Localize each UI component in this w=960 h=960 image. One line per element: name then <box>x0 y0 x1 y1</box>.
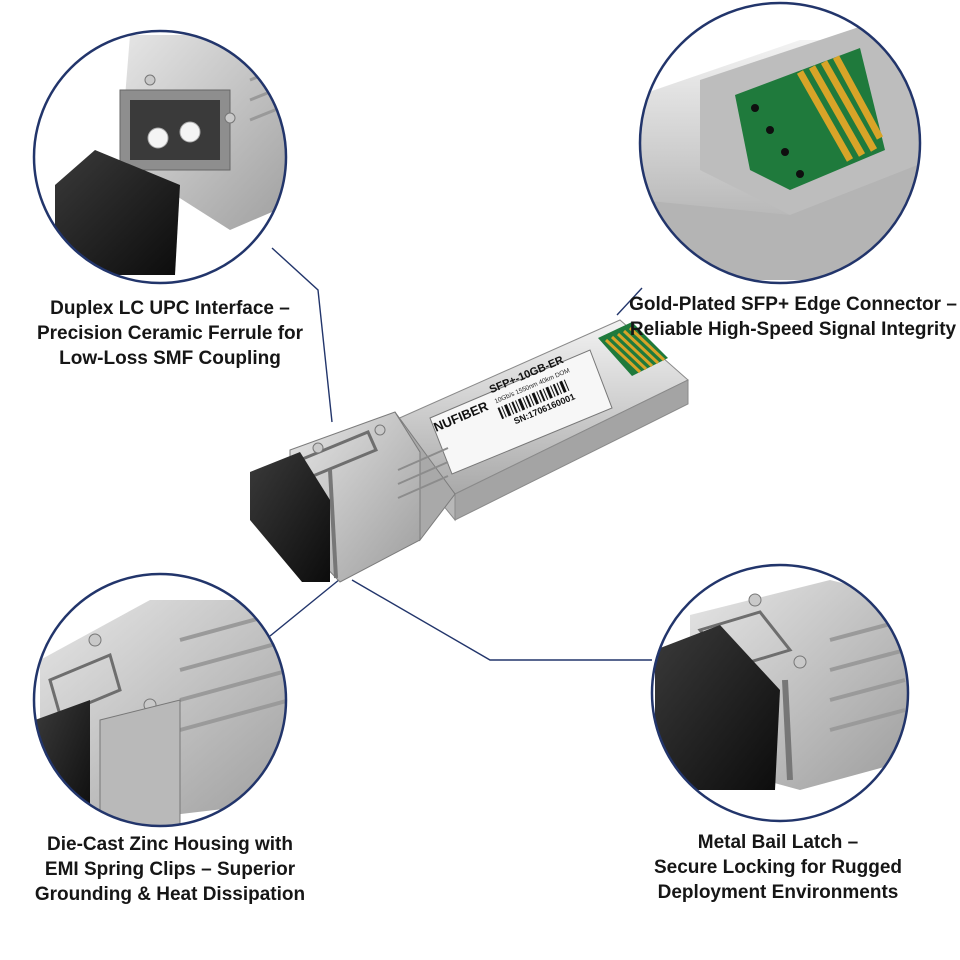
callout-edge-connector <box>638 1 922 285</box>
caption-housing: Die-Cast Zinc Housing with EMI Spring Cl… <box>34 834 306 905</box>
module-barcode <box>497 379 570 420</box>
module-screw <box>312 442 324 454</box>
bail-dust-cap <box>655 625 780 790</box>
caption-edge-connector: Gold-Plated SFP+ Edge Connector – Reliab… <box>629 294 957 340</box>
callout-ring-bottom-right <box>650 563 910 823</box>
leader-line-top-left <box>271 247 333 423</box>
callout-ring-top-right <box>638 1 922 285</box>
leader-lines <box>269 247 652 661</box>
callout-housing <box>32 572 288 828</box>
module-label <box>429 349 613 475</box>
callout-bail-latch <box>650 563 910 823</box>
lc-ferrule-left <box>147 127 169 149</box>
callout-ring-top-left <box>32 29 288 285</box>
sfp-module: NUFIBER SFP+-10GB-ER 10Gb/s 1550nm 40km … <box>250 319 689 583</box>
lc-ferrule-right <box>179 121 201 143</box>
callout-lc-interface <box>32 29 288 285</box>
leader-line-top-right <box>616 287 643 316</box>
lc-dust-cap <box>55 150 180 275</box>
leader-line-bottom-right <box>351 579 652 661</box>
caption-lc-interface: Duplex LC UPC Interface – Precision Cera… <box>36 298 304 369</box>
module-dust-cap <box>250 452 330 582</box>
leader-line-bottom-left <box>269 574 346 637</box>
callout-ring-bottom-left <box>32 572 288 828</box>
caption-bail-latch: Metal Bail Latch – Secure Locking for Ru… <box>653 832 903 903</box>
